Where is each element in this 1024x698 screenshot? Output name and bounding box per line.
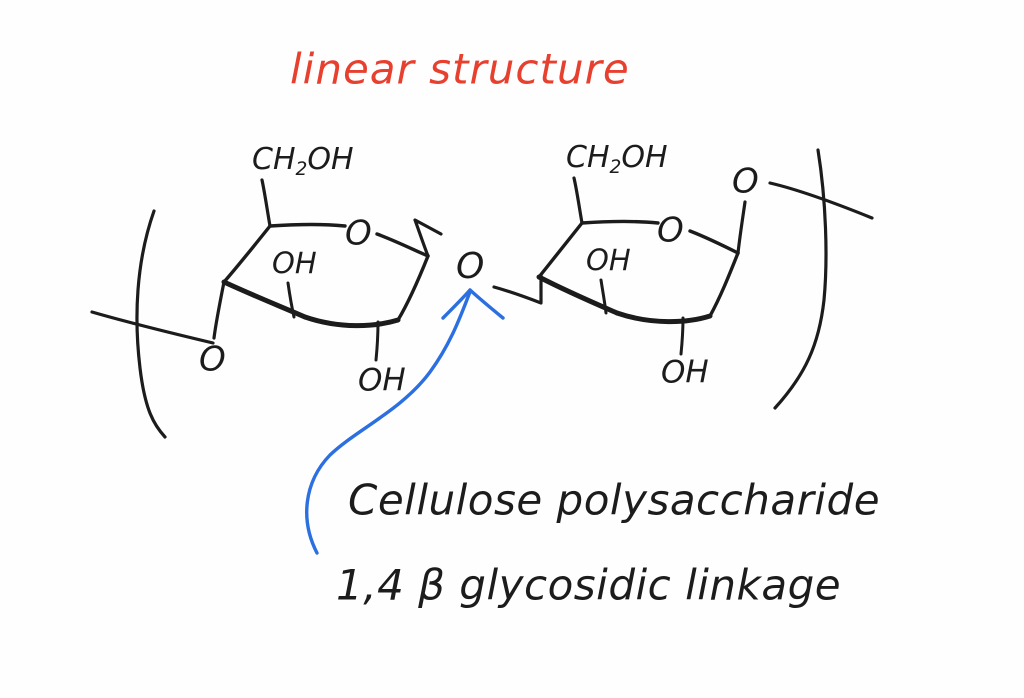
repeat-unit-bracket-left <box>90 209 215 439</box>
terminal-oxygen-right: O <box>732 162 759 202</box>
blue-pointer-arrow <box>305 288 505 555</box>
ch2oh-bond-left <box>260 178 272 228</box>
glucose-ring-left <box>221 222 430 329</box>
glycosidic-bond-left-segment <box>413 218 443 258</box>
hydroxyl-bond-left-upper <box>286 281 296 319</box>
hydroxyl-bond-right-lower <box>679 316 685 356</box>
glucose-ring-right <box>536 219 740 325</box>
annotation-line-2: 1,4 β glycosidic linkage <box>336 561 841 610</box>
terminal-oxygen-bond-left <box>212 280 226 340</box>
glycosidic-bond-right-segment <box>492 273 543 305</box>
ring-oxygen-right: O <box>657 211 684 251</box>
ch2oh-label-left: CH2OH <box>252 142 354 180</box>
ch2oh-label-right: CH2OH <box>566 140 668 178</box>
terminal-oxygen-bond-right <box>736 200 747 255</box>
hydroxyl-label-right-lower: OH <box>661 355 709 391</box>
glycosidic-bridge-oxygen: O <box>456 246 484 287</box>
page-title: linear structure <box>290 45 630 94</box>
ring-oxygen-left: O <box>345 214 372 254</box>
hydroxyl-label-left-upper: OH <box>272 246 317 280</box>
hydroxyl-bond-right-upper <box>599 278 608 315</box>
annotation-line-1: Cellulose polysaccharide <box>348 476 880 525</box>
hydroxyl-label-left-lower: OH <box>358 363 406 399</box>
ch2oh-bond-right <box>572 176 584 225</box>
hydroxyl-label-right-upper: OH <box>586 243 631 277</box>
repeat-unit-bracket-right <box>768 148 874 410</box>
hydroxyl-bond-left-lower <box>374 320 380 362</box>
terminal-oxygen-left: O <box>199 340 226 380</box>
